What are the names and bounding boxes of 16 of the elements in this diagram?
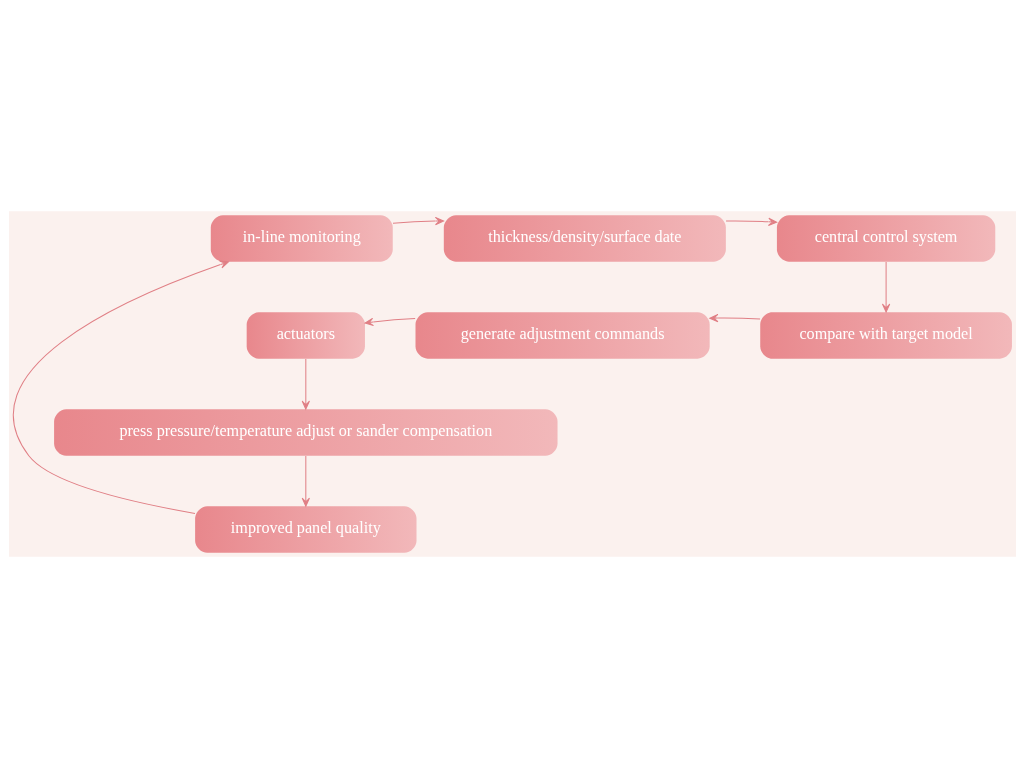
node-box: central control system [776,215,995,262]
arrow [364,317,416,327]
node-box: actuators [246,312,365,359]
node-box: in-line monitoring [210,215,393,262]
node-box: press pressure/temperature adjust or sander compensation [53,409,558,456]
arrow [392,216,444,226]
node-box: compare with target model [759,312,1012,359]
arrow [301,455,310,507]
arrow [301,358,310,410]
arrow [725,217,777,226]
node-box: thickness/density/surface date [443,215,726,262]
arrow [881,261,890,313]
arrow [12,260,229,514]
node-box: generate adjustment commands [415,312,710,359]
arrow [708,313,761,323]
node-box: improved panel quality [194,506,416,553]
